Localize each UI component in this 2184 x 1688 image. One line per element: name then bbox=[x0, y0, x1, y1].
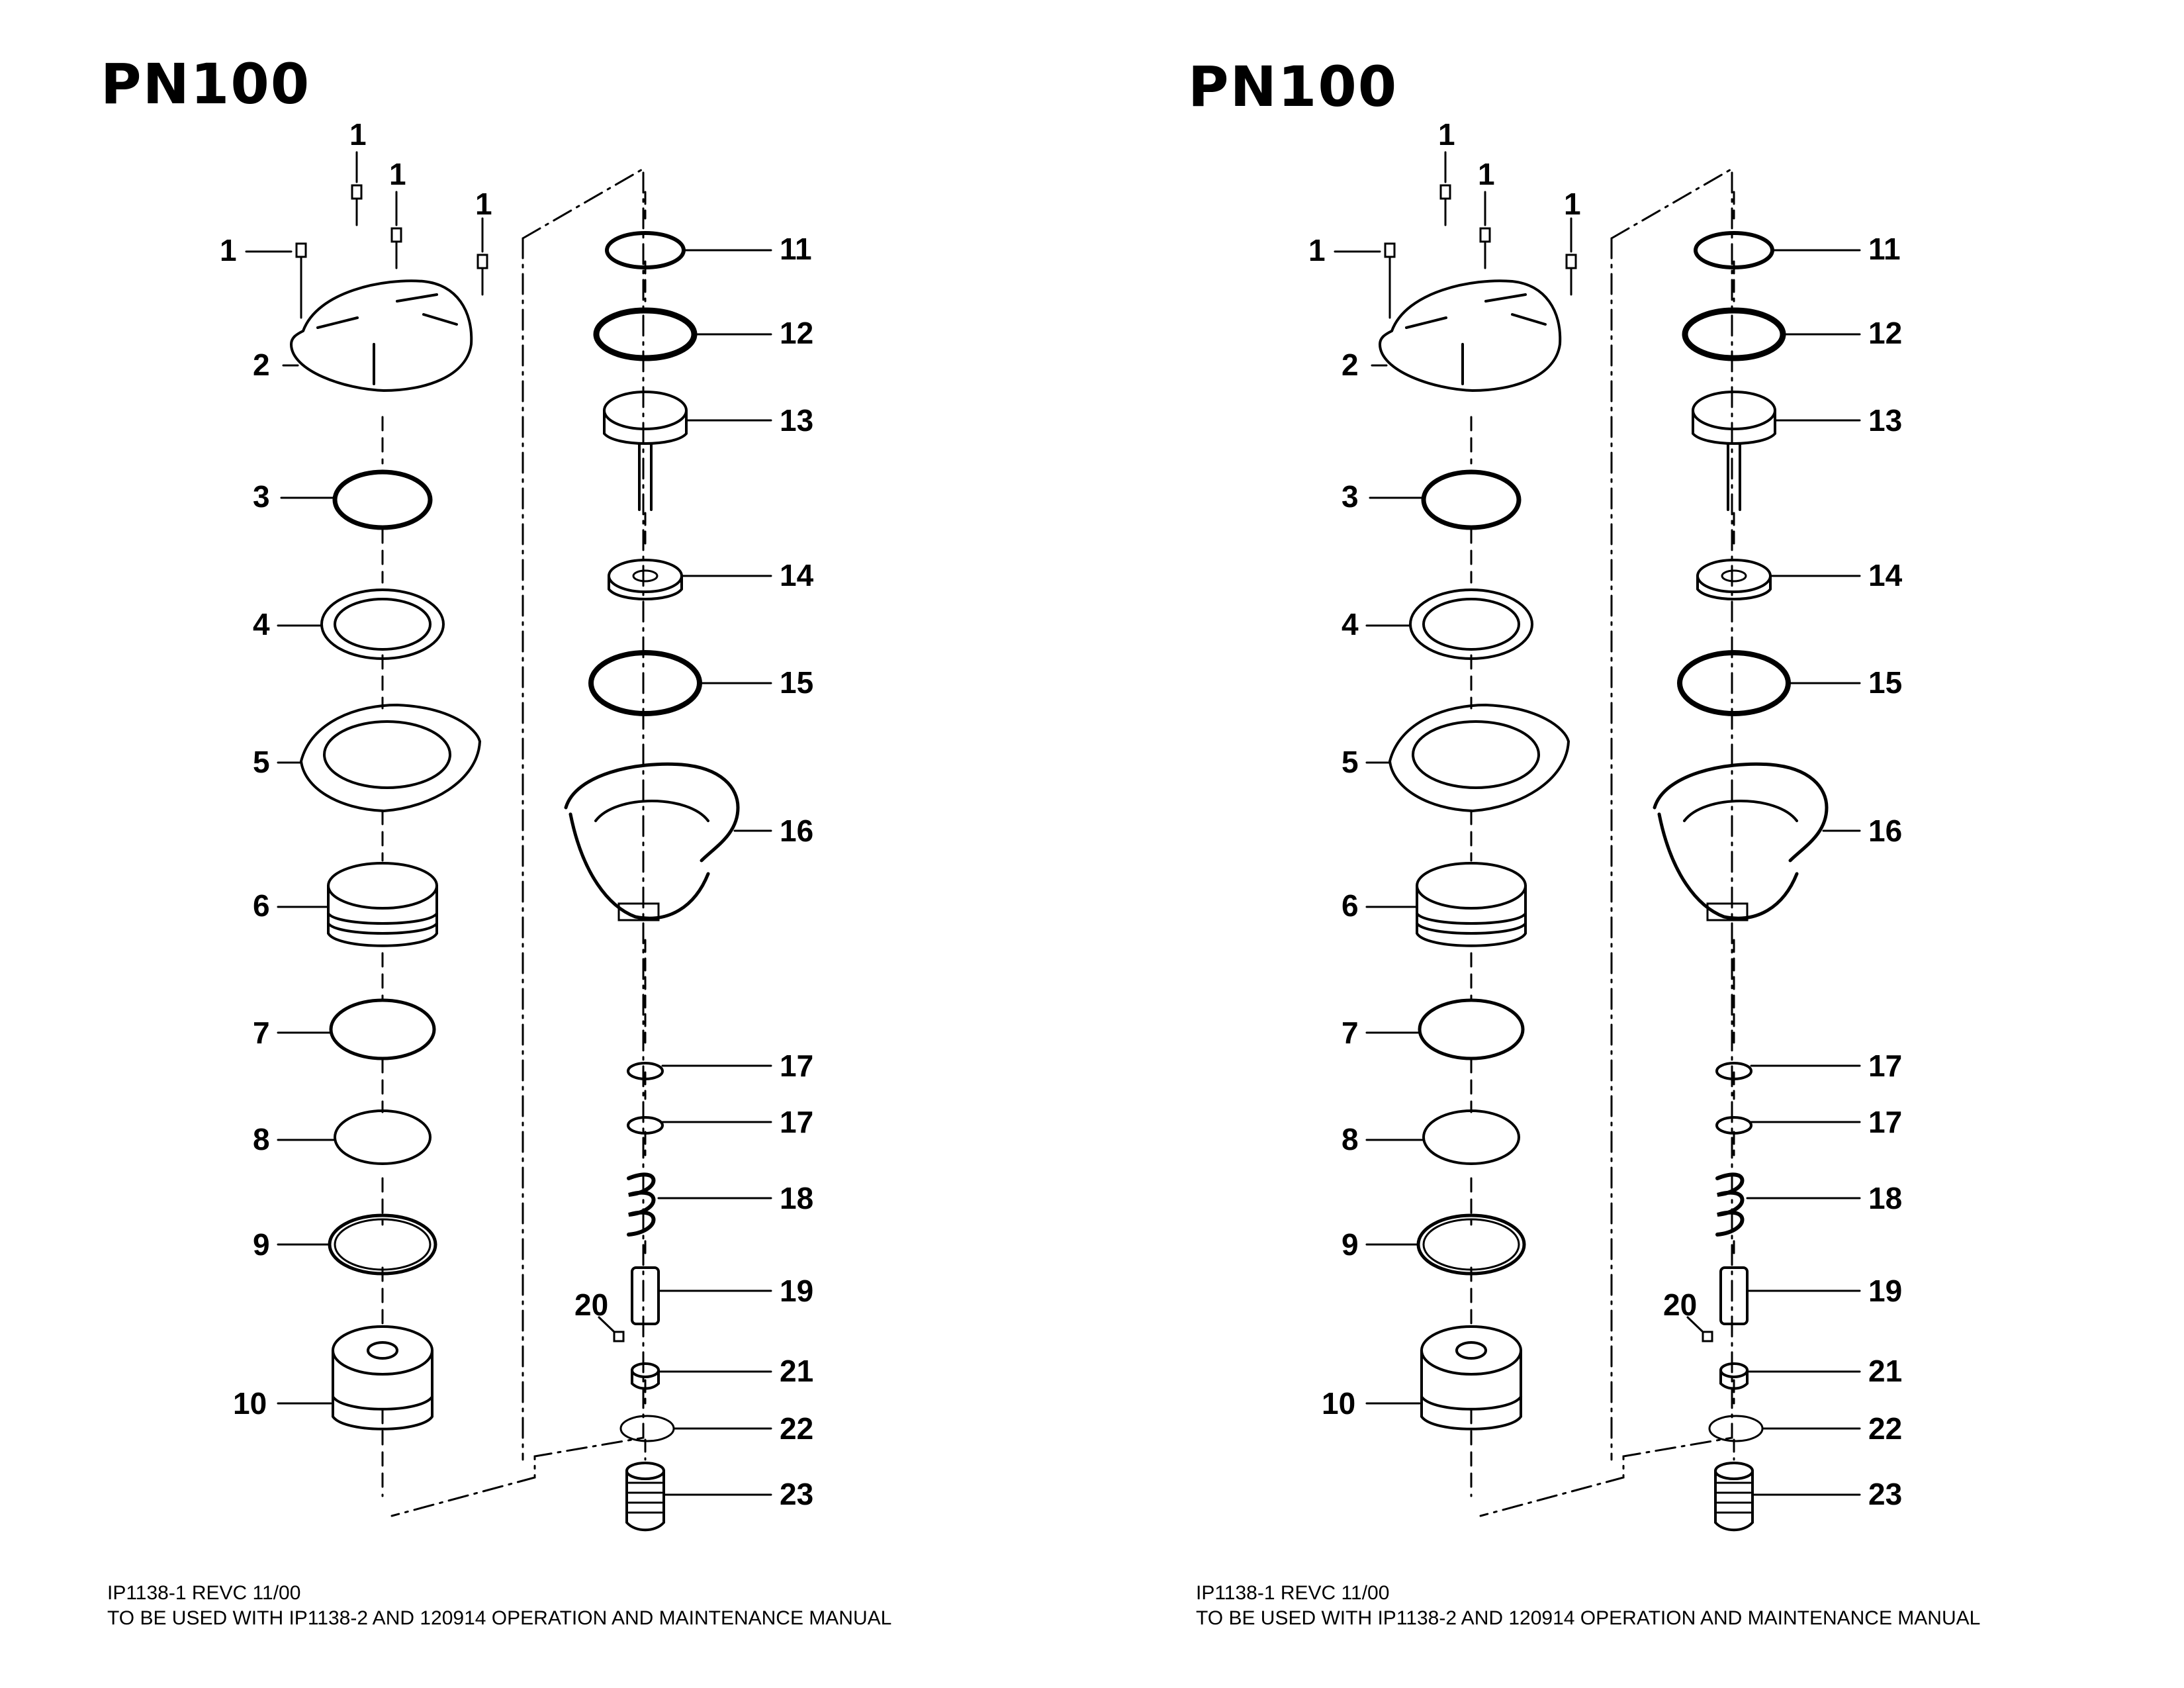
callout-label: 22 bbox=[1868, 1411, 1903, 1446]
usage-note: TO BE USED WITH IP1138-2 AND 120914 OPER… bbox=[1196, 1607, 1981, 1630]
callout-label: 6 bbox=[253, 888, 270, 923]
callout-label: 4 bbox=[1342, 607, 1359, 641]
exploded-parts-drawing bbox=[245, 151, 772, 1532]
callout-label: 17 bbox=[780, 1049, 814, 1083]
callout-label: 2 bbox=[1342, 348, 1359, 382]
callout-label: 8 bbox=[1342, 1122, 1359, 1156]
callout-label: 17 bbox=[1868, 1105, 1903, 1139]
callout-label: 1 bbox=[1438, 117, 1455, 152]
callout-label: 13 bbox=[1868, 403, 1903, 438]
callout-label: 11 bbox=[780, 232, 812, 266]
callout-label: 14 bbox=[780, 558, 814, 592]
callout-label: 7 bbox=[1342, 1015, 1359, 1050]
callout-label: 16 bbox=[780, 814, 814, 848]
part-15-o-ring bbox=[588, 650, 702, 716]
callout-label: 6 bbox=[1342, 888, 1359, 923]
callout-label: 17 bbox=[1868, 1049, 1903, 1083]
callout-label: 20 bbox=[1663, 1288, 1698, 1322]
part-16-housing bbox=[564, 762, 740, 863]
part-21-bushing bbox=[631, 1362, 660, 1378]
part-13-valve bbox=[603, 391, 688, 430]
part-4-seal bbox=[320, 588, 445, 660]
callout-label: 23 bbox=[780, 1477, 814, 1511]
revision-note: IP1138-1 REVC 11/00 bbox=[1196, 1582, 1390, 1604]
part-2-cover bbox=[289, 279, 473, 393]
callout-label: 5 bbox=[1342, 745, 1359, 779]
part-14-washer bbox=[608, 559, 683, 593]
callout-label: 23 bbox=[1868, 1477, 1903, 1511]
callout-label: 1 bbox=[220, 233, 237, 267]
part-19-plunger bbox=[631, 1266, 660, 1325]
footer-notes: IP1138-1 REVC 11/00 TO BE USED WITH IP11… bbox=[107, 1581, 891, 1631]
callout-label: 4 bbox=[253, 607, 270, 641]
callout-label: 18 bbox=[1868, 1181, 1903, 1215]
callout-label: 17 bbox=[780, 1105, 814, 1139]
screw-part bbox=[295, 184, 488, 319]
exploded-view-panel-right: PN100 bbox=[1089, 0, 2181, 1688]
exploded-view-panel-left: PN100 bbox=[101, 52, 891, 1631]
callout-label: 13 bbox=[780, 403, 814, 438]
callout-label: 1 bbox=[1564, 187, 1581, 221]
part-20-pin bbox=[613, 1331, 625, 1342]
exploded-parts-drawing bbox=[1334, 151, 1861, 1532]
part-18-spring bbox=[627, 1172, 656, 1237]
model-title: PN100 bbox=[101, 52, 311, 117]
callout-label: 15 bbox=[780, 665, 814, 700]
footer-notes: IP1138-1 REVC 11/00 TO BE USED WITH IP11… bbox=[1196, 1581, 1980, 1631]
assembly-bracket-line bbox=[390, 167, 645, 1517]
callout-label: 20 bbox=[574, 1288, 609, 1322]
part-8-o-ring bbox=[334, 1109, 432, 1165]
part-5-gasket bbox=[299, 703, 482, 813]
callout-label: 10 bbox=[233, 1386, 267, 1421]
callout-label: 9 bbox=[1342, 1227, 1359, 1262]
model-title: PN100 bbox=[1188, 54, 1398, 119]
callout-label: 2 bbox=[253, 348, 270, 382]
callout-label: 1 bbox=[1478, 157, 1495, 191]
part-12-o-ring bbox=[593, 307, 698, 361]
part-10-piston bbox=[332, 1325, 433, 1376]
callout-label: 22 bbox=[780, 1411, 814, 1446]
callout-label: 12 bbox=[780, 316, 814, 350]
callout-label: 1 bbox=[349, 117, 367, 152]
callout-label: 5 bbox=[253, 745, 270, 779]
callout-label: 21 bbox=[780, 1354, 814, 1388]
callout-label: 10 bbox=[1322, 1386, 1356, 1421]
callout-label: 19 bbox=[780, 1274, 814, 1308]
callout-label: 21 bbox=[1868, 1354, 1903, 1388]
callout-label: 14 bbox=[1868, 558, 1903, 592]
usage-note: TO BE USED WITH IP1138-2 AND 120914 OPER… bbox=[107, 1607, 892, 1630]
callout-label: 18 bbox=[780, 1181, 814, 1215]
callout-label: 1 bbox=[1308, 233, 1326, 267]
part-22-disc bbox=[619, 1415, 675, 1442]
callout-label: 8 bbox=[253, 1122, 270, 1156]
part-6-ring bbox=[327, 862, 438, 910]
revision-note: IP1138-1 REVC 11/00 bbox=[107, 1582, 301, 1604]
callout-label: 3 bbox=[1342, 479, 1359, 514]
callout-label: 7 bbox=[253, 1015, 270, 1050]
callout-label: 19 bbox=[1868, 1274, 1903, 1308]
callout-label: 11 bbox=[1868, 232, 1901, 266]
callout-label: 15 bbox=[1868, 665, 1903, 700]
part-17-washer bbox=[627, 1116, 664, 1135]
leader-lines bbox=[245, 151, 772, 1496]
part-17-washer bbox=[627, 1062, 664, 1080]
callout-label: 3 bbox=[253, 479, 270, 514]
callout-label: 1 bbox=[389, 157, 406, 191]
callout-label: 9 bbox=[253, 1227, 270, 1262]
part-23-filter bbox=[625, 1462, 665, 1480]
part-3-o-ring bbox=[332, 469, 433, 530]
part-7-o-ring bbox=[329, 998, 436, 1060]
callout-label: 16 bbox=[1868, 814, 1903, 848]
callout-label: 12 bbox=[1868, 316, 1903, 350]
callout-label: 1 bbox=[475, 187, 492, 221]
